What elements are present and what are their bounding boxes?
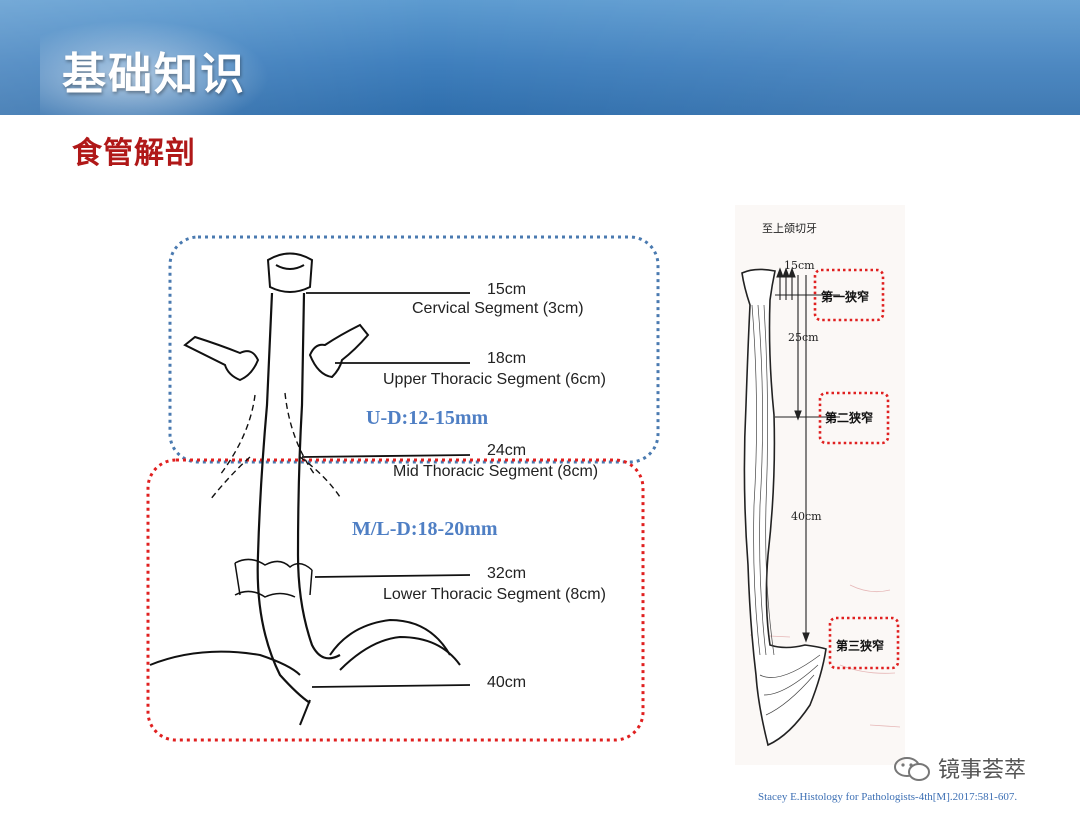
citation-text: Stacey E.Histology for Pathologists-4th[… [758,791,1018,803]
cervical-segment-label: Cervical Segment (3cm) [412,300,584,317]
lower-thoracic-segment-label: Lower Thoracic Segment (8cm) [383,586,606,603]
watermark-text: 镜事荟萃 [938,758,1027,783]
mid-thoracic-segment-label: Mid Thoracic Segment (8cm) [393,463,599,480]
narrowing-box-3 [828,616,900,670]
esophagus-narrowing-diagram [735,205,905,765]
upper-thoracic-segment-label: Upper Thoracic Segment (6cm) [383,371,606,388]
distance-arrows [775,267,840,643]
third-narrowing-label: 第三狭窄 [836,639,885,653]
leader-lines [301,292,471,688]
pleura-lines [209,392,341,501]
upper-diameter-label: U-D:12-15mm [366,407,489,429]
lower-region-box [146,458,645,742]
banner-glow [0,0,1080,115]
clavicles [183,323,370,382]
lower-diameter-label: M/L-D:18-20mm [352,518,498,540]
wechat-icon [894,757,930,781]
upper-thoracic-distance-label: 18cm [487,350,527,367]
upper-region-box [168,235,660,464]
narrowing-box-1 [813,268,885,322]
stomach-curves [149,618,461,726]
slide-title: 基础知识 [62,49,246,100]
esophagus-tube [256,292,341,704]
gej-distance-label: 40cm [487,674,527,691]
hiatus-tissue [234,558,313,598]
second-narrowing-label: 第二狭窄 [825,411,874,425]
esophagus-segment-diagram [146,235,660,742]
first-narrowing-label: 第一狭窄 [821,290,870,304]
section-subtitle: 食管解剖 [72,136,196,171]
muscle-striations [751,304,821,716]
mid-thoracic-distance-label: 24cm [487,442,527,459]
cervical-distance-label: 15cm [487,281,527,298]
lower-thoracic-distance-label: 32cm [487,565,527,582]
cricoid-cartilage [266,252,314,293]
narrowing-box-2 [818,391,890,445]
distance-15cm-label: 15cm [784,259,815,272]
header-banner [0,0,1080,115]
incisor-reference-label: 至上颌切牙 [762,222,817,235]
distance-40cm-label: 40cm [791,510,822,523]
banner-splash-decoration [40,20,270,115]
distance-25cm-label: 25cm [788,331,819,344]
